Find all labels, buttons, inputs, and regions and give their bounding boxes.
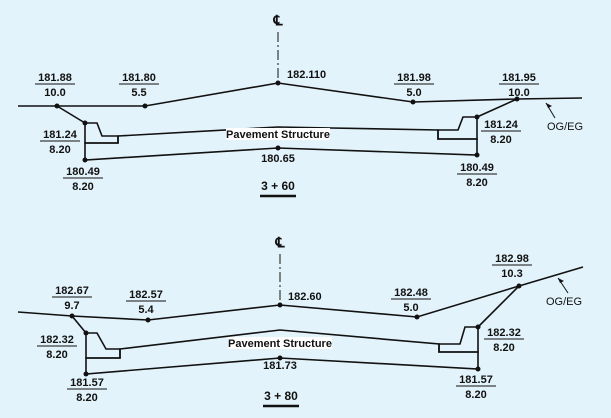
elevation-value: 180.49: [66, 166, 100, 178]
elevation-value: 181.80: [122, 72, 156, 84]
offset-value: 5.0: [403, 302, 418, 314]
label-left-ditch: 181.80 5.5: [119, 72, 159, 99]
ground-label: OG/EG: [547, 121, 583, 133]
label-right-outer: 182.98 10.3: [492, 253, 532, 280]
pavement-bottom-elevation: 181.73: [263, 360, 297, 372]
pavement-label: Pavement Structure: [226, 129, 330, 141]
label-right-curb-bottom: 181.57 8.20: [456, 374, 496, 401]
left-side-slope: [71, 315, 87, 334]
offset-value: 9.7: [64, 300, 79, 312]
offset-value: 5.0: [406, 87, 421, 99]
elevation-value: 181.88: [38, 72, 72, 84]
pavement-label-bg: [228, 337, 332, 349]
centerline-elevation: 182.110: [287, 69, 326, 81]
label-left-outer: 181.88 10.0: [35, 72, 75, 99]
label-left-ditch: 182.57 5.4: [126, 289, 166, 316]
centerline-symbol: ℄: [275, 234, 286, 250]
label-left-outer: 182.67 9.7: [52, 285, 92, 312]
elevation-value: 181.57: [459, 374, 493, 386]
offset-value: 8.20: [493, 342, 514, 354]
right-side-slope: [476, 98, 518, 118]
offset-value: 8.20: [466, 177, 487, 189]
elevation-value: 182.57: [129, 289, 163, 301]
left-curb: [84, 122, 119, 144]
elevation-value: 182.32: [40, 334, 74, 346]
label-left-curb-top: 181.24 8.20: [40, 129, 80, 156]
label-left-curb-bottom: 180.49 8.20: [63, 166, 103, 193]
label-right-curb-bottom: 180.49 8.20: [457, 162, 497, 189]
label-right-ditch: 181.98 5.0: [394, 72, 434, 99]
elevation-value: 182.67: [55, 285, 89, 297]
elevation-value: 181.98: [397, 72, 431, 84]
right-side-slope: [477, 285, 520, 328]
offset-value: 8.20: [465, 389, 486, 401]
right-curb: [437, 116, 478, 140]
section-3-80: ℄ Pavement Structure 181.73 182.60 3 + 8…: [17, 234, 584, 408]
elevation-offset-labels: 181.8810.0181.805.5181.985.0181.9510.018…: [35, 72, 539, 404]
elevation-value: 182.48: [394, 287, 428, 299]
offset-value: 5.4: [138, 304, 154, 316]
ground-label: OG/EG: [546, 296, 582, 308]
arrow-head-icon: [546, 103, 552, 108]
left-curb: [85, 332, 121, 359]
label-right-curb-top: 181.24 8.20: [481, 119, 521, 146]
label-left-curb-bottom: 181.57 8.20: [67, 377, 107, 404]
grade-points: [69, 283, 522, 377]
finished-grade-line: [18, 82, 583, 107]
centerline-symbol: ℄: [273, 12, 284, 28]
offset-value: 10.0: [44, 87, 65, 99]
label-left-curb-top: 182.32 8.20: [37, 334, 77, 361]
elevation-value: 182.98: [495, 253, 529, 265]
offset-value: 8.20: [76, 392, 97, 404]
station-label: 3 + 80: [264, 389, 298, 403]
elevation-value: 182.32: [487, 327, 521, 339]
centerline-elevation: 182.60: [288, 291, 322, 303]
pavement-bottom-elevation: 180.65: [261, 153, 295, 165]
offset-value: 8.20: [49, 144, 70, 156]
offset-value: 10.0: [508, 87, 529, 99]
offset-value: 8.20: [46, 349, 67, 361]
elevation-value: 181.24: [43, 129, 78, 141]
label-right-outer: 181.95 10.0: [499, 72, 539, 99]
left-side-slope: [56, 105, 86, 124]
elevation-value: 181.95: [502, 72, 536, 84]
station-label: 3 + 60: [261, 179, 295, 193]
elevation-value: 180.49: [460, 162, 494, 174]
pavement-label: Pavement Structure: [228, 338, 332, 350]
offset-value: 10.3: [501, 268, 522, 280]
grade-points: [54, 80, 520, 163]
label-right-curb-top: 182.32 8.20: [484, 327, 524, 354]
section-3-60: ℄ Pavement Structure 180.65 182.110 3 + …: [18, 12, 583, 198]
offset-value: 5.5: [131, 87, 146, 99]
elevation-value: 181.24: [484, 119, 519, 131]
elevation-value: 181.57: [70, 377, 104, 389]
arrow-head-icon: [558, 278, 564, 283]
offset-value: 8.20: [490, 134, 511, 146]
pavement-label-bg: [226, 128, 330, 140]
right-curb: [438, 326, 479, 353]
label-right-ditch: 182.48 5.0: [391, 287, 431, 314]
offset-value: 8.20: [72, 181, 93, 193]
